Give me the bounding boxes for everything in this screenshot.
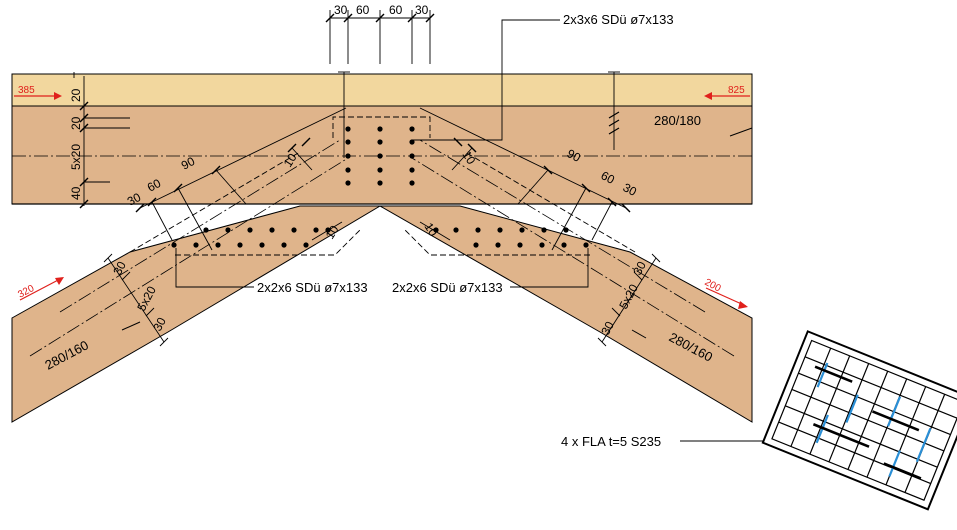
- right-diagonal-member: [378, 205, 753, 423]
- dowel: [377, 153, 383, 159]
- dowel: [345, 126, 351, 132]
- label-dowels-top: 2x3x6 SDü ø7x133: [563, 12, 674, 27]
- dowel: [519, 227, 525, 233]
- dowel: [563, 227, 569, 233]
- dowel: [409, 126, 415, 132]
- force-right-diagonal: 200: [703, 277, 723, 295]
- force-top-right: 825: [728, 85, 745, 96]
- dowel: [345, 139, 351, 145]
- dowel: [203, 227, 209, 233]
- dowel: [171, 242, 177, 248]
- top-dim-2: 60: [356, 3, 370, 17]
- plate-grid-line: [798, 372, 951, 436]
- top-dimension-texts: 30 60 60 30: [334, 3, 429, 17]
- dowel: [345, 153, 351, 159]
- plate-grid-line: [915, 427, 932, 463]
- dowel: [377, 126, 383, 132]
- leader-lines: [175, 19, 776, 442]
- dowel: [225, 227, 231, 233]
- dowel: [539, 242, 545, 248]
- plate-grid-line: [845, 394, 859, 423]
- dowel: [313, 227, 319, 233]
- top-dim-4: 30: [415, 3, 429, 17]
- right-diag-dim-60: 60: [599, 168, 618, 187]
- left-side-dim-1: 30: [110, 259, 129, 278]
- left-side-dim-3: 30: [150, 315, 169, 334]
- chord-top-strip: [11, 73, 753, 107]
- right-diagonal-dimension-texts: 10 90 60 30 10: [421, 146, 639, 239]
- dowel: [377, 167, 383, 173]
- dowel: [345, 180, 351, 186]
- right-side-dim-1: 30: [630, 259, 649, 278]
- label-dowels-left: 2x2x6 SDü ø7x133: [257, 280, 368, 295]
- plate-grid-line: [814, 365, 853, 383]
- dowel: [247, 227, 253, 233]
- plate-grid-line: [791, 388, 945, 452]
- dimension-lines: [68, 10, 753, 347]
- plate-grid-line: [888, 450, 901, 477]
- dowel: [215, 242, 221, 248]
- dowel: [409, 180, 415, 186]
- force-left-diagonal: 320: [16, 283, 36, 301]
- label-chord-section: 280/180: [654, 113, 701, 128]
- chord-dim-2: 20: [69, 116, 83, 130]
- dowel: [495, 242, 501, 248]
- left-diag-dim-30: 30: [125, 190, 144, 209]
- dowel: [453, 227, 459, 233]
- dowel: [281, 242, 287, 248]
- top-dim-1: 30: [334, 3, 348, 17]
- force-top-left: 385: [18, 85, 35, 96]
- plate-outlines: [129, 116, 636, 256]
- plate-grid-line: [816, 362, 829, 388]
- dowel: [409, 153, 415, 159]
- chord-dimension-texts: 20 20 5x20 40: [69, 88, 83, 200]
- dowel: [517, 242, 523, 248]
- dowel: [473, 242, 479, 248]
- dowel: [259, 242, 265, 248]
- dowel: [377, 180, 383, 186]
- plate-grid-line: [785, 405, 938, 468]
- plate-grid-line: [812, 423, 870, 448]
- dowel: [345, 167, 351, 173]
- dowel: [193, 242, 199, 248]
- chord-dim-3: 5x20: [69, 144, 83, 170]
- label-dowels-right: 2x2x6 SDü ø7x133: [392, 280, 503, 295]
- left-diag-dim-60: 60: [145, 176, 164, 195]
- dowel: [409, 139, 415, 145]
- left-diag-dim-90: 90: [179, 154, 198, 173]
- dowel: [497, 227, 503, 233]
- dowel: [303, 242, 309, 248]
- dowel-group: [171, 126, 589, 248]
- right-diag-dim-30: 30: [621, 180, 640, 199]
- dowel: [409, 167, 415, 173]
- dowel: [541, 227, 547, 233]
- plate-grid-line: [883, 462, 922, 480]
- right-diag-dim-90: 90: [565, 146, 584, 165]
- dowel: [475, 227, 481, 233]
- dowel: [269, 227, 275, 233]
- plate-grid-line: [887, 396, 902, 427]
- plate-grid-line: [804, 356, 957, 419]
- chord-dim-4: 40: [69, 186, 83, 200]
- dowel: [561, 242, 567, 248]
- chord-dim-1: 20: [69, 88, 83, 102]
- force-arrows: [14, 92, 750, 309]
- dowel: [291, 227, 297, 233]
- top-dim-3: 60: [389, 3, 403, 17]
- label-steel-plates: 4 x FLA t=5 S235: [561, 434, 661, 449]
- plate-grid-line: [872, 410, 920, 432]
- dowel: [583, 242, 589, 248]
- steel-plate-inset: [761, 330, 957, 511]
- dowel: [377, 139, 383, 145]
- dowel: [237, 242, 243, 248]
- right-side-dim-3: 30: [598, 319, 617, 338]
- left-diagonal-member: [11, 205, 382, 423]
